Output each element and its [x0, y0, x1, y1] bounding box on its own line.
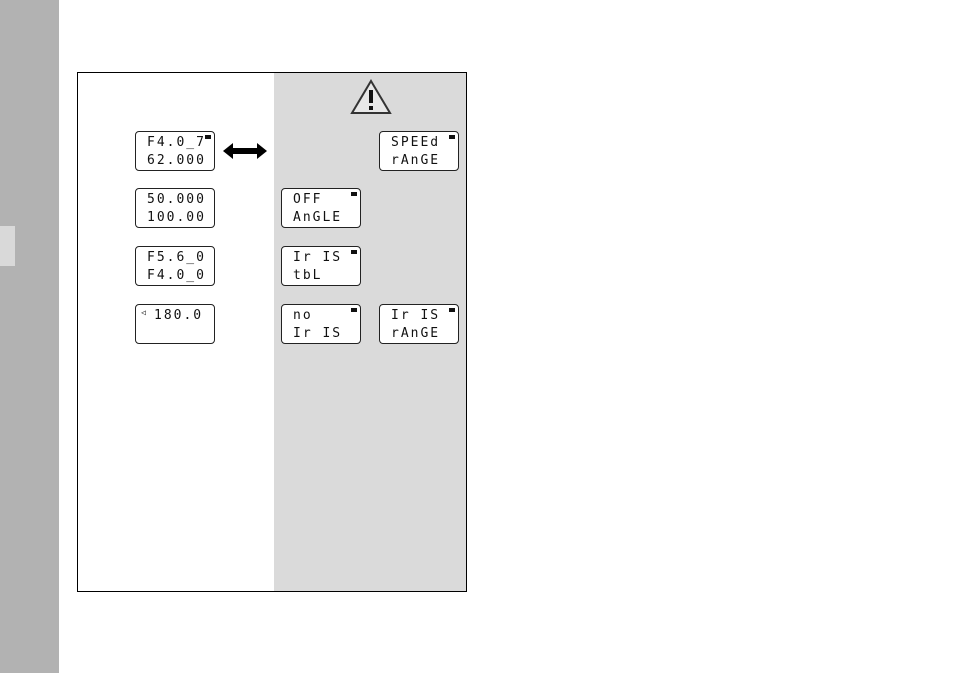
lcd-indicator — [205, 135, 211, 139]
lcd-line-1: 50.000 — [147, 192, 206, 207]
lcd-line-2: rAnGE — [391, 326, 440, 341]
lcd-line-2: 62.000 — [147, 153, 206, 168]
lcd-line-1: Ir IS — [391, 308, 440, 323]
lcd-display-speed-range: SPEEd rAnGE — [379, 131, 459, 171]
lcd-line-2: 100.00 — [147, 210, 206, 225]
lcd-line-1: F4.0_7 — [147, 135, 206, 150]
lcd-line-1: F5.6_0 — [147, 250, 206, 265]
lcd-indicator — [351, 250, 357, 254]
warning-icon — [350, 79, 392, 115]
lcd-display-off-angle: OFF AnGLE — [281, 188, 361, 228]
lcd-line-2: rAnGE — [391, 153, 440, 168]
lcd-indicator — [351, 192, 357, 196]
display-illustration-panel: F4.0_7 62.000 50.000 100.00 F5.6_0 F4.0_… — [77, 72, 467, 592]
double-arrow-icon — [223, 143, 267, 159]
lcd-indicator — [449, 135, 455, 139]
angle-icon: ◁ — [141, 308, 146, 317]
lcd-line-2: Ir IS — [293, 326, 342, 341]
lcd-line-1: OFF — [293, 192, 322, 207]
lcd-display-focal-distance: F4.0_7 62.000 — [135, 131, 215, 171]
lcd-display-no-iris: no Ir IS — [281, 304, 361, 344]
lcd-indicator — [351, 308, 357, 312]
lcd-line-2: tbL — [293, 268, 322, 283]
lcd-display-angle: ◁ 180.0 — [135, 304, 215, 344]
left-margin-strip — [0, 0, 59, 673]
section-tab-marker — [0, 226, 15, 266]
lcd-display-iris-table: Ir IS tbL — [281, 246, 361, 286]
lcd-line-1: Ir IS — [293, 250, 342, 265]
lcd-indicator — [449, 308, 455, 312]
lcd-line-1: no — [293, 308, 313, 323]
lcd-line-1: 180.0 — [154, 308, 203, 323]
lcd-display-zoom-range: 50.000 100.00 — [135, 188, 215, 228]
lcd-display-iris-range: Ir IS rAnGE — [379, 304, 459, 344]
lcd-line-2: F4.0_0 — [147, 268, 206, 283]
lcd-line-1: SPEEd — [391, 135, 440, 150]
lcd-line-2: AnGLE — [293, 210, 342, 225]
lcd-display-aperture: F5.6_0 F4.0_0 — [135, 246, 215, 286]
